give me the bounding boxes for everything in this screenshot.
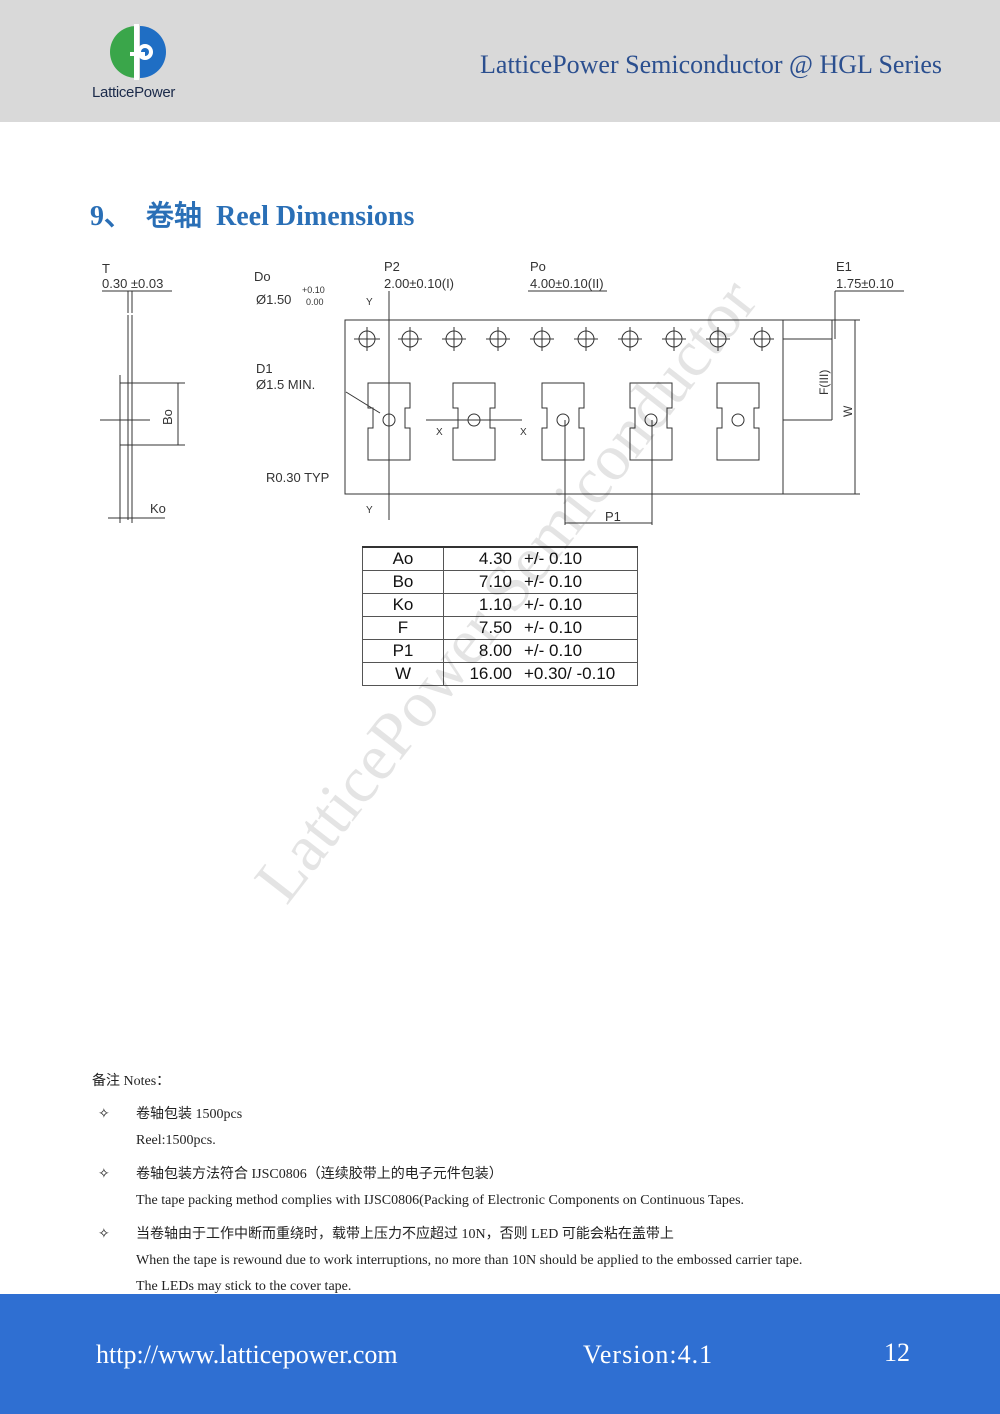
spec-key: Bo	[362, 570, 444, 594]
f-label: F(III)	[817, 370, 831, 395]
reel-dimension-drawing: T 0.30 ±0.03 Bo Ko Do Ø1.50 +0.10 0.00	[100, 259, 904, 525]
section-title-cn: 卷轴	[146, 201, 203, 232]
spec-row: Ao 4.30 +/- 0.10	[362, 546, 638, 571]
po-label: Po	[530, 259, 546, 274]
spec-value: 7.50	[478, 618, 512, 637]
footer-version: Version:4.1	[583, 1340, 714, 1369]
spec-key: P1	[362, 639, 444, 663]
bo-label: Bo	[160, 409, 175, 425]
p2-value: 2.00±0.10(I)	[384, 276, 454, 291]
note-cn: 卷轴包装方法符合 IJSC0806（连续胶带上的电子元件包装）	[136, 1167, 503, 1182]
section-title-en: Reel Dimensions	[216, 201, 415, 232]
spec-value: 16.00	[469, 664, 512, 683]
spec-value-cell: 4.30 +/- 0.10	[443, 546, 638, 571]
radius-label: R0.30 TYP	[266, 470, 329, 485]
y-label-top: Y	[366, 297, 373, 308]
note-item: ✧ 当卷轴由于工作中断而重绕时，载带上压力不应超过 10N，否则 LED 可能会粘…	[92, 1222, 942, 1300]
e1-label: E1	[836, 259, 852, 274]
do-tol-plus: +0.10	[302, 285, 325, 295]
spec-tolerance: +/- 0.10	[524, 572, 583, 591]
spec-tolerance: +/- 0.10	[524, 618, 583, 637]
d1-label: D1	[256, 361, 273, 376]
t-label: T	[102, 261, 110, 276]
do-tol-minus: 0.00	[306, 297, 324, 307]
spec-tolerance: +0.30/ -0.10	[524, 664, 616, 683]
note-en: When the tape is rewound due to work int…	[136, 1253, 803, 1268]
spec-tolerance: +/- 0.10	[524, 595, 583, 614]
spec-value-cell: 16.00 +0.30/ -0.10	[443, 662, 638, 686]
spec-row: Ko 1.10 +/- 0.10	[362, 593, 638, 617]
note-cn: 卷轴包装 1500pcs	[136, 1107, 243, 1122]
footer-url[interactable]: http://www.latticepower.com	[96, 1340, 398, 1369]
spec-row: P1 8.00 +/- 0.10	[362, 639, 638, 663]
note-en: Reel:1500pcs.	[136, 1133, 216, 1148]
spec-row: F 7.50 +/- 0.10	[362, 616, 638, 640]
spec-value: 7.10	[478, 572, 512, 591]
ko-label: Ko	[150, 501, 166, 516]
spec-value: 4.30	[478, 549, 512, 568]
spec-key: Ko	[362, 593, 444, 617]
note-cn: 当卷轴由于工作中断而重绕时，载带上压力不应超过 10N，否则 LED 可能会粘在…	[136, 1227, 674, 1242]
logo-text: LatticePower	[92, 84, 176, 101]
spec-key: F	[362, 616, 444, 640]
tape-outline	[344, 319, 784, 495]
spec-row: W 16.00 +0.30/ -0.10	[362, 662, 638, 686]
diamond-bullet-icon: ✧	[98, 1107, 110, 1122]
spec-value-cell: 7.50 +/- 0.10	[443, 616, 638, 640]
p2-label: P2	[384, 259, 400, 274]
section-number: 9、	[90, 201, 133, 232]
spec-value: 1.10	[478, 595, 512, 614]
section-title: 9、卷轴 Reel Dimensions	[90, 194, 428, 234]
header-title: LatticePower Semiconductor @ HGL Series	[480, 50, 942, 79]
spec-tolerance: +/- 0.10	[524, 549, 583, 568]
page-footer: http://www.latticepower.com Version:4.1 …	[0, 1294, 1000, 1414]
spec-value-cell: 1.10 +/- 0.10	[443, 593, 638, 617]
diamond-bullet-icon: ✧	[98, 1227, 110, 1242]
do-label: Do	[254, 269, 271, 284]
y-label-bottom: Y	[366, 505, 373, 516]
do-value: Ø1.50	[256, 292, 291, 307]
spec-tolerance: +/- 0.10	[524, 641, 583, 660]
component-pockets	[367, 382, 760, 461]
note-item: ✧ 卷轴包装方法符合 IJSC0806（连续胶带上的电子元件包装） The tape…	[92, 1162, 942, 1214]
po-value: 4.00±0.10(II)	[530, 276, 604, 291]
note-en: The tape packing method complies with IJ…	[136, 1193, 745, 1208]
notes-heading: 备注 Notes：	[92, 1074, 171, 1089]
sprocket-holes	[354, 327, 774, 351]
spec-value: 8.00	[478, 641, 512, 660]
p1-label: P1	[605, 509, 621, 524]
spec-key: Ao	[362, 546, 444, 571]
latticepower-logo	[110, 24, 166, 80]
e1-value: 1.75±0.10	[836, 276, 894, 291]
d1-value: Ø1.5 MIN.	[256, 377, 315, 392]
t-value: 0.30 ±0.03	[102, 276, 163, 291]
spec-key: W	[362, 662, 444, 686]
w-label: W	[841, 405, 855, 417]
x-label-left: X	[436, 427, 443, 438]
page-header: LatticePower LatticePower Semiconductor …	[0, 0, 1000, 122]
tape-side-view	[100, 290, 185, 523]
page-number: 12	[884, 1338, 910, 1367]
x-label-right: X	[520, 427, 527, 438]
diamond-bullet-icon: ✧	[98, 1167, 110, 1182]
note-en: The LEDs may stick to the cover tape.	[136, 1279, 352, 1294]
